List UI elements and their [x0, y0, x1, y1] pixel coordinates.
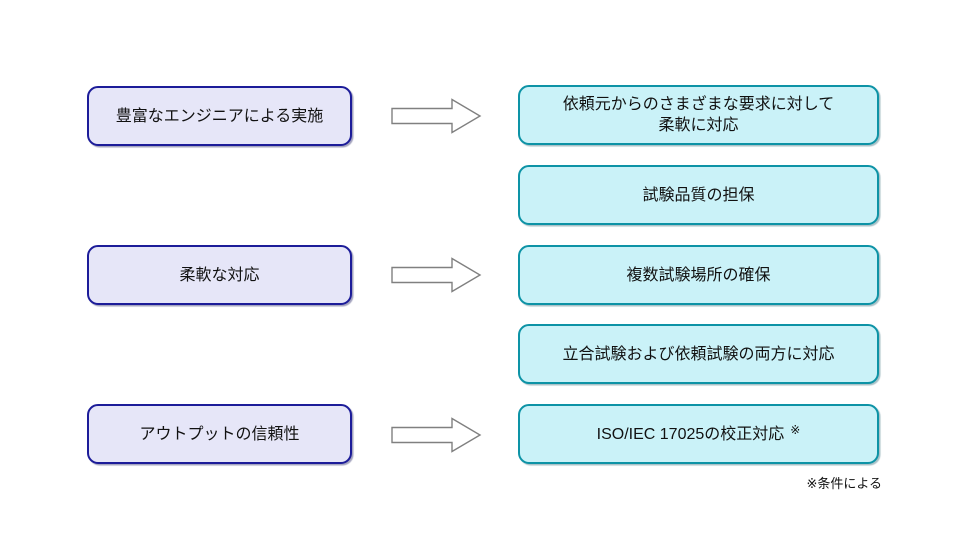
right-box-iso-iec-17025-label: ISO/IEC 17025の校正対応	[596, 425, 785, 443]
right-box-test-quality: 試験品質の担保	[518, 165, 879, 225]
right-box-witness-and-request-tests: 立合試験および依頼試験の両方に対応	[518, 324, 879, 384]
arrow-right-icon	[391, 98, 482, 134]
right-box-flexible-to-requests-line2: 柔軟に対応	[658, 117, 739, 134]
right-box-iso-iec-17025-row: ISO/IEC 17025の校正対応 ※	[596, 423, 801, 445]
left-box-output-reliability: アウトプットの信頼性	[87, 404, 352, 464]
right-box-multiple-test-sites-label: 複数試験場所の確保	[626, 266, 771, 284]
right-box-iso-iec-17025: ISO/IEC 17025の校正対応 ※	[518, 404, 879, 464]
left-box-flexible-response: 柔軟な対応	[87, 245, 352, 305]
right-box-multiple-test-sites: 複数試験場所の確保	[518, 245, 879, 305]
footnote: ※条件による	[806, 476, 882, 491]
right-box-test-quality-label: 試験品質の担保	[642, 186, 755, 204]
left-box-flexible-response-label: 柔軟な対応	[179, 266, 260, 284]
left-box-engineers: 豊富なエンジニアによる実施	[87, 86, 352, 146]
right-box-flexible-to-requests: 依頼元からのさまざまな要求に対して 柔軟に対応	[518, 85, 879, 145]
arrow-right-icon	[391, 417, 482, 453]
left-box-engineers-label: 豊富なエンジニアによる実施	[115, 107, 324, 125]
arrow-right-icon	[391, 257, 482, 293]
left-box-output-reliability-label: アウトプットの信頼性	[139, 425, 300, 443]
right-box-witness-and-request-tests-label: 立合試験および依頼試験の両方に対応	[562, 345, 835, 363]
right-box-flexible-to-requests-line1: 依頼元からのさまざまな要求に対して	[562, 96, 835, 113]
asterisk-note-marker: ※	[790, 422, 801, 437]
